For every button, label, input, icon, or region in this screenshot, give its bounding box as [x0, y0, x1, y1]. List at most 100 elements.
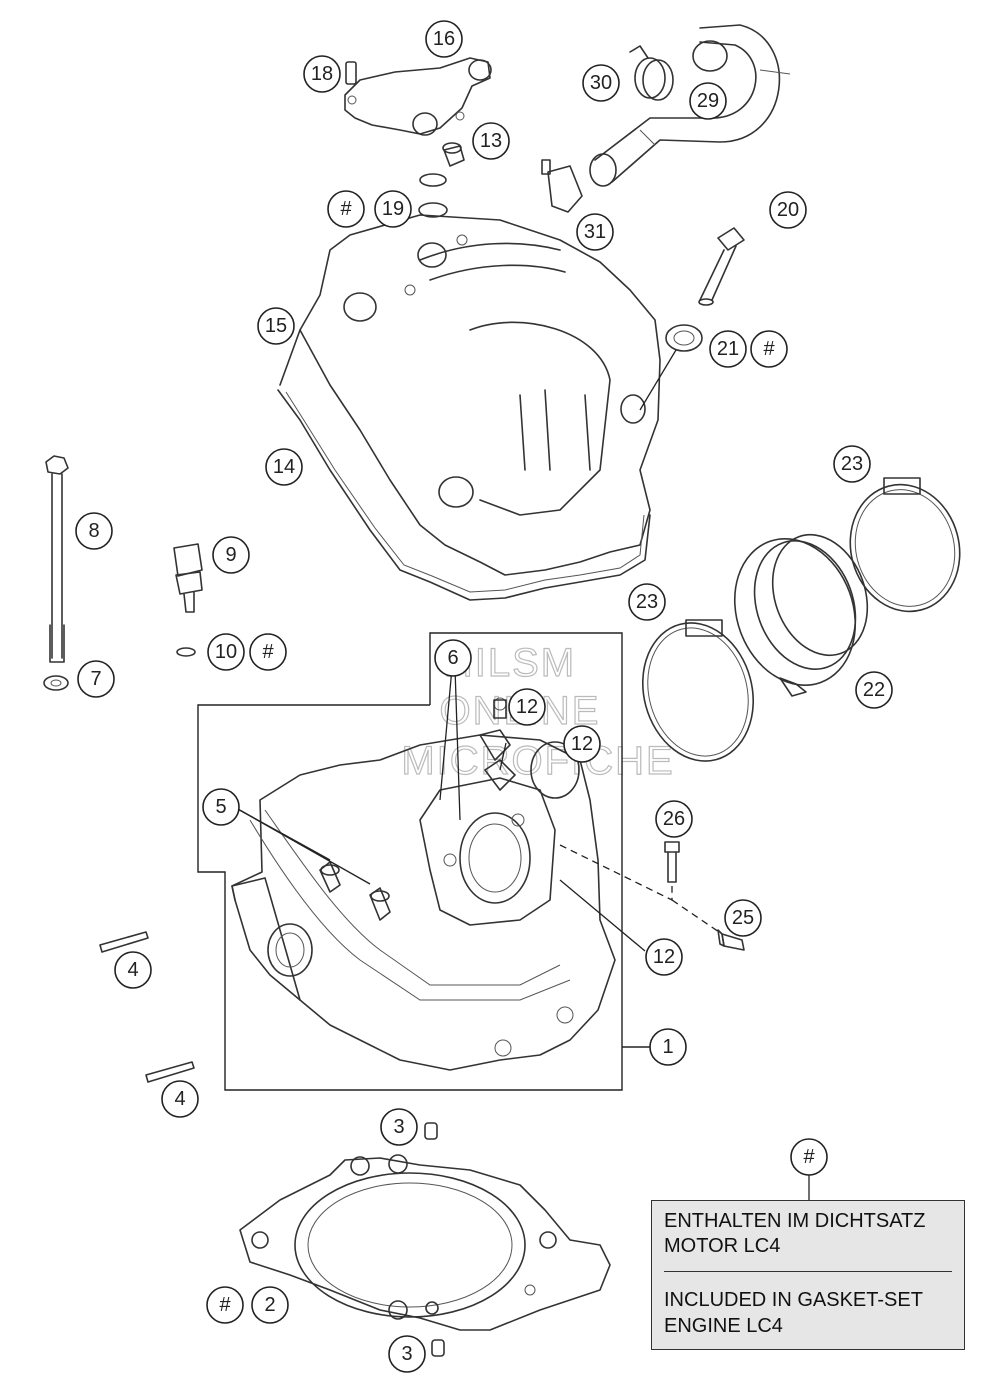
leader-25-dash — [671, 899, 723, 935]
svg-text:16: 16 — [433, 28, 455, 50]
callout-hash-2[interactable]: # — [206, 1286, 244, 1324]
callout-25[interactable]: 25 — [724, 899, 762, 937]
leader-12b — [499, 742, 507, 771]
leader-6a — [439, 667, 453, 801]
svg-text:#: # — [219, 1294, 231, 1316]
hose-clamp-lower — [641, 619, 755, 762]
legend-english-line1: INCLUDED IN GASKET-SET — [664, 1289, 923, 1311]
leader-26-dash — [559, 844, 673, 902]
callout-13[interactable]: 13 — [472, 122, 510, 160]
long-stud — [45, 455, 69, 663]
washer-7 — [43, 675, 69, 691]
legend-english-line2: ENGINE LC4 — [664, 1315, 783, 1337]
svg-text:9: 9 — [225, 544, 236, 566]
dowel-pin-upper — [99, 931, 149, 953]
svg-text:23: 23 — [636, 591, 658, 613]
sleeve-lower — [431, 1339, 445, 1357]
bolt-26 — [664, 841, 680, 883]
dowel-pin-lower — [145, 1061, 195, 1083]
svg-text:15: 15 — [265, 315, 287, 337]
callout-12-b[interactable]: 12 — [563, 725, 601, 763]
svg-text:3: 3 — [401, 1343, 412, 1365]
callout-3-lower[interactable]: 3 — [388, 1335, 426, 1373]
callout-23-lower[interactable]: 23 — [628, 583, 666, 621]
svg-text:31: 31 — [584, 221, 606, 243]
callout-18[interactable]: 18 — [303, 55, 341, 93]
svg-text:#: # — [803, 1146, 815, 1168]
svg-text:26: 26 — [663, 808, 685, 830]
callout-21[interactable]: 21 — [709, 330, 747, 368]
svg-text:25: 25 — [732, 907, 754, 929]
svg-text:12: 12 — [516, 696, 538, 718]
svg-text:30: 30 — [590, 72, 612, 94]
callout-3-upper[interactable]: 3 — [380, 1108, 418, 1146]
legend-german-line1: ENTHALTEN IM DICHTSATZ — [664, 1210, 926, 1232]
callout-2[interactable]: 2 — [251, 1286, 289, 1324]
callout-7[interactable]: 7 — [77, 660, 115, 698]
callout-4-lower[interactable]: 4 — [161, 1080, 199, 1118]
plug-25 — [717, 929, 745, 951]
callout-hash-19[interactable]: # — [327, 190, 365, 228]
svg-text:7: 7 — [90, 668, 101, 690]
thermostat-housing — [344, 57, 492, 167]
svg-text:#: # — [340, 198, 352, 220]
svg-text:13: 13 — [480, 130, 502, 152]
callout-hash-legend[interactable]: # — [790, 1138, 828, 1176]
callout-hash-21[interactable]: # — [750, 330, 788, 368]
callout-16[interactable]: 16 — [425, 20, 463, 58]
svg-text:#: # — [262, 641, 274, 663]
svg-text:4: 4 — [174, 1088, 185, 1110]
callout-5[interactable]: 5 — [202, 788, 240, 826]
legend-german-line2: MOTOR LC4 — [664, 1235, 781, 1257]
svg-text:5: 5 — [215, 796, 226, 818]
callout-6[interactable]: 6 — [434, 639, 472, 677]
callout-12-a[interactable]: 12 — [508, 688, 546, 726]
o-ring-19 — [419, 173, 447, 187]
intake-flange — [733, 533, 869, 697]
watermark-line3: MICROFICHE — [401, 739, 674, 783]
svg-text:19: 19 — [382, 198, 404, 220]
temp-sensor — [173, 543, 203, 613]
svg-text:29: 29 — [697, 90, 719, 112]
callout-8[interactable]: 8 — [75, 512, 113, 550]
callout-1[interactable]: 1 — [649, 1028, 687, 1066]
gasket-set-legend: ENTHALTEN IM DICHTSATZ MOTOR LC4 INCLUDE… — [651, 1200, 965, 1350]
callout-20[interactable]: 20 — [769, 191, 807, 229]
callout-26[interactable]: 26 — [655, 800, 693, 838]
callout-19[interactable]: 19 — [374, 190, 412, 228]
sensor-plug — [541, 159, 583, 213]
callout-31[interactable]: 31 — [576, 213, 614, 251]
leader-6b — [454, 667, 461, 821]
svg-text:#: # — [763, 338, 775, 360]
svg-text:21: 21 — [717, 338, 739, 360]
svg-text:18: 18 — [311, 63, 333, 85]
leader-5b — [235, 807, 371, 885]
head-gasket — [239, 1154, 611, 1331]
callout-30[interactable]: 30 — [582, 64, 620, 102]
callout-15[interactable]: 15 — [257, 307, 295, 345]
svg-text:6: 6 — [447, 647, 458, 669]
callout-23-upper[interactable]: 23 — [833, 445, 871, 483]
legend-divider — [664, 1271, 952, 1272]
callout-29[interactable]: 29 — [689, 82, 727, 120]
cylinder-head-group-frame — [197, 632, 623, 1091]
callout-12-c[interactable]: 12 — [645, 938, 683, 976]
svg-text:23: 23 — [841, 453, 863, 475]
svg-text:10: 10 — [215, 641, 237, 663]
svg-text:22: 22 — [863, 679, 885, 701]
sleeve-upper — [424, 1122, 438, 1140]
svg-text:4: 4 — [127, 959, 138, 981]
cover-bolt — [639, 227, 745, 411]
callout-4-upper[interactable]: 4 — [114, 951, 152, 989]
callout-9[interactable]: 9 — [212, 536, 250, 574]
svg-text:1: 1 — [662, 1036, 673, 1058]
callout-hash-10[interactable]: # — [249, 633, 287, 671]
leader-12c — [559, 879, 646, 952]
callout-10[interactable]: 10 — [207, 633, 245, 671]
callout-14[interactable]: 14 — [265, 448, 303, 486]
callout-22[interactable]: 22 — [855, 671, 893, 709]
svg-text:3: 3 — [393, 1116, 404, 1138]
svg-text:20: 20 — [777, 199, 799, 221]
